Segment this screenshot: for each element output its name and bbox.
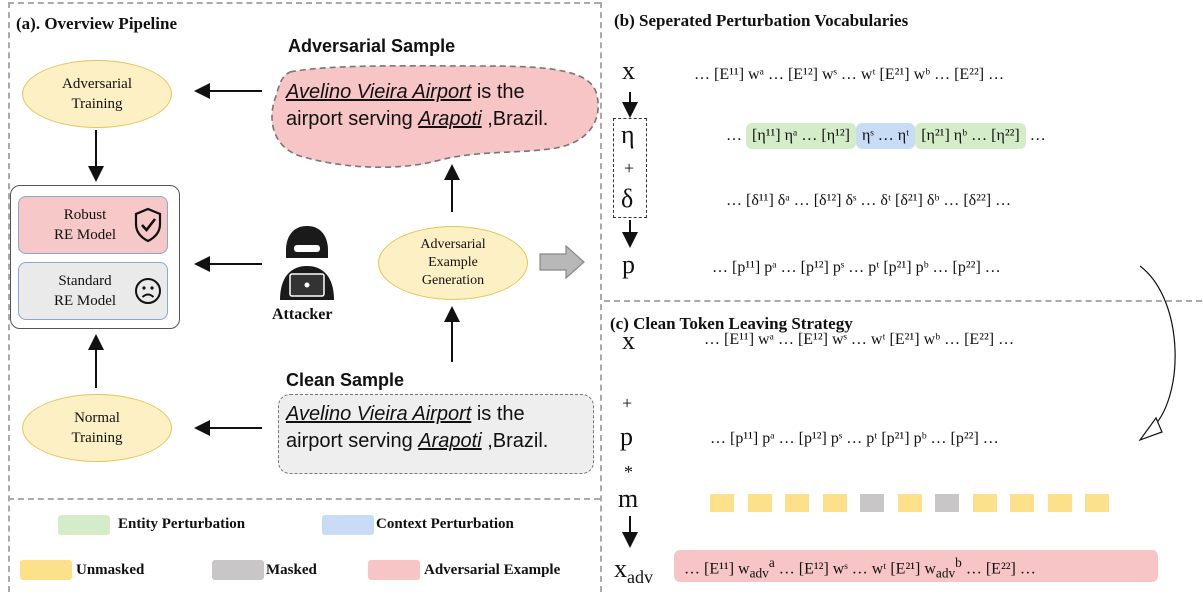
b-row-delta: … [δ¹¹] δᵃ … [δ¹²] δˢ … δᵗ [δ²¹] δᵇ … [δ…: [726, 192, 1012, 209]
b-var-eta: η: [621, 120, 635, 149]
c-op-plus: +: [622, 393, 633, 413]
panel-c-title: (c) Clean Token Leaving Strategy: [610, 314, 853, 333]
mask-box-masked: [935, 494, 959, 512]
c-row-xadv: … [E¹¹] wadva … [E¹²] wˢ … wᵗ [E²¹] wadv…: [684, 555, 1036, 581]
robust-re-model-label: Robust RE Model: [53, 207, 117, 243]
adv-entity-tail: Arapoti: [418, 108, 482, 130]
c-var-p: p: [620, 422, 633, 451]
b-row-eta: … [η¹¹] ηᵃ … [η¹²]ηˢ … ηᵗ[η²¹] ηᵇ … [η²²…: [726, 123, 1046, 149]
re-model-container: [10, 185, 180, 329]
standard-re-model: Standard RE Model: [18, 262, 168, 320]
frame-divider-b-c: [604, 300, 1202, 302]
b-op-plus: +: [624, 158, 635, 178]
mask-box-unmasked: [710, 494, 734, 512]
legend-label-masked: Masked: [266, 562, 317, 578]
frame-top-left: [8, 2, 600, 4]
frame-divider-vertical: [600, 2, 602, 592]
legend-swatch-context: [322, 515, 374, 535]
entity-perturbation-segment-2: [η²¹] ηᵇ … [η²²]: [915, 123, 1026, 149]
legend-swatch-unmasked: [20, 560, 72, 580]
legend-label-adversarial: Adversarial Example: [424, 562, 561, 578]
mask-box-unmasked: [1085, 494, 1109, 512]
legend-swatch-masked: [212, 560, 264, 580]
adversarial-sample-title: Adversarial Sample: [288, 36, 456, 56]
mask-box-masked: [860, 494, 884, 512]
clean-entity-head: Avelino Vieira Airport: [286, 403, 472, 425]
shield-check-icon: [134, 207, 162, 243]
mask-box-unmasked: [822, 494, 847, 512]
adversarial-example-generation-node: Adversarial Example Generation: [378, 226, 528, 300]
attacker-icon: [280, 226, 334, 300]
legend-swatch-adversarial: [368, 560, 420, 580]
legend-label-entity: Entity Perturbation: [118, 516, 246, 532]
robust-re-model: Robust RE Model: [18, 196, 168, 254]
mask-box-unmasked: [785, 494, 809, 512]
block-arrow-right: [539, 244, 585, 280]
normal-training-node: Normal Training: [22, 394, 172, 462]
b-var-x: x: [622, 56, 635, 85]
curved-arrow-head: [1138, 416, 1163, 442]
sad-face-icon: [135, 278, 161, 304]
eta-delta-dashed-box: [613, 118, 647, 218]
c-var-x: x: [622, 326, 635, 355]
mask-box-unmasked: [1010, 494, 1034, 512]
context-perturbation-segment: ηˢ … ηᵗ: [855, 123, 916, 149]
adversarial-example-row: [674, 550, 1158, 582]
panel-b-title: (b) Seperated Perturbation Vocabularies: [614, 11, 909, 30]
entity-perturbation-segment-1: [η¹¹] ηᵃ … [η¹²]: [746, 123, 856, 149]
mask-box-unmasked: [972, 494, 997, 512]
mask-box-unmasked: [747, 494, 772, 512]
clean-sample-title: Clean Sample: [286, 370, 405, 390]
legend-label-unmasked: Unmasked: [76, 562, 145, 578]
c-op-times: *: [624, 462, 633, 482]
b-row-p: … [p¹¹] pᵃ … [p¹²] pˢ … pᵗ [p²¹] pᵇ … [p…: [712, 259, 1001, 276]
standard-re-model-label: Standard RE Model: [53, 273, 117, 309]
clean-sample-text: Avelino Vieira Airport is the airport se…: [286, 403, 549, 452]
adversarial-sample-text: Avelino Vieira Airport is the airport se…: [286, 81, 549, 130]
adversarial-training-node: Adversarial Training: [22, 60, 172, 128]
c-row-x: … [E¹¹] wᵃ … [E¹²] wˢ … wᵗ [E²¹] wᵇ … [E…: [704, 331, 1015, 348]
b-row-x: … [E¹¹] wᵃ … [E¹²] wˢ … wᵗ [E²¹] wᵇ … [E…: [694, 66, 1005, 83]
curved-arrow-p-to-c: [1139, 265, 1176, 431]
clean-sample-box: [278, 394, 594, 474]
c-var-m: m: [618, 484, 639, 513]
adv-entity-head: Avelino Vieira Airport: [286, 81, 472, 103]
b-var-delta: δ: [621, 184, 634, 213]
attacker-label: Attacker: [272, 306, 333, 323]
mask-box-unmasked: [1047, 494, 1072, 512]
legend-label-context: Context Perturbation: [376, 516, 514, 532]
b-var-p: p: [622, 250, 635, 279]
c-var-xadv: xadv: [614, 554, 653, 588]
legend-swatch-entity: [58, 515, 110, 535]
frame-divider-a-legend: [8, 498, 600, 500]
mask-box-unmasked: [897, 494, 922, 512]
clean-entity-tail: Arapoti: [418, 430, 482, 452]
frame-left: [8, 2, 10, 592]
c-row-p: … [p¹¹] pᵃ … [p¹²] pˢ … pᵗ [p²¹] pᵇ … [p…: [710, 430, 999, 447]
panel-a-title: (a). Overview Pipeline: [16, 14, 177, 33]
